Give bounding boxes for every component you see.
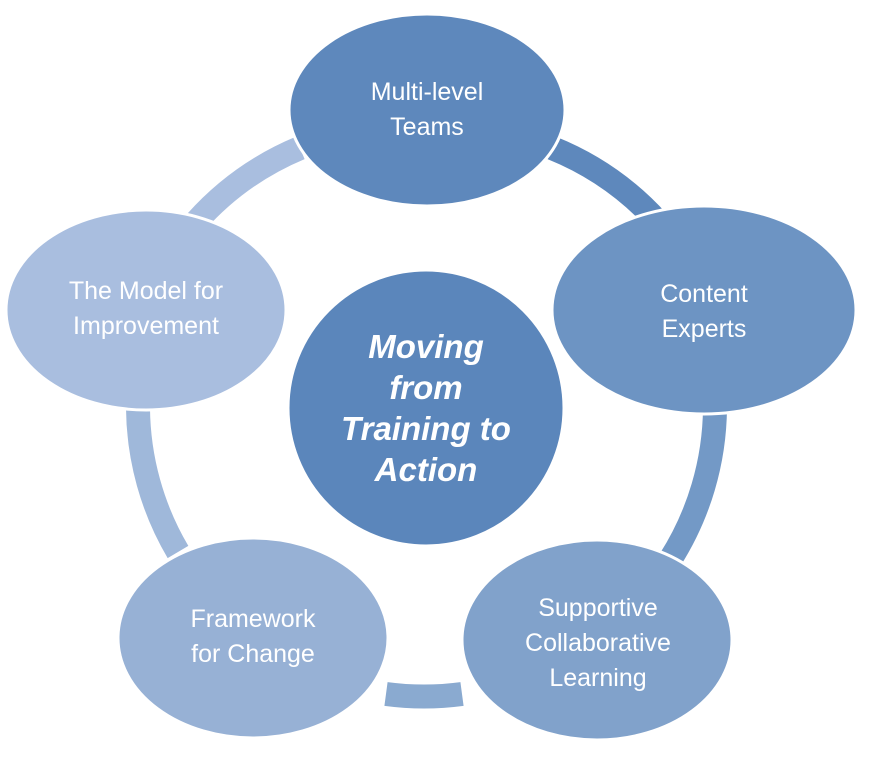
node-label-content-experts: Content Experts <box>660 280 748 343</box>
node-label-supportive-collaborative-learning: Supportive Collaborative Learning <box>525 593 671 692</box>
node-content-experts <box>550 204 858 416</box>
ring-segment-teams-to-experts <box>547 136 667 231</box>
ring-segment-experts-to-learning <box>659 407 727 567</box>
node-supportive-collaborative-learning <box>460 538 734 742</box>
node-model-for-improvement <box>4 208 288 412</box>
center-circle <box>286 268 566 548</box>
center-title: Moving from Training to Action <box>341 327 511 489</box>
ring-segment-model-to-teams <box>187 136 305 231</box>
node-label-model-for-improvement: The Model for Improvement <box>68 277 224 340</box>
ring-segment-framework-to-model <box>126 407 189 559</box>
node-label-multi-level-teams: Multi-level Teams <box>370 78 484 141</box>
ring-segment-learning-to-framework <box>384 682 464 709</box>
node-framework-for-change <box>116 536 390 740</box>
node-label-framework-for-change: Framework for Change <box>190 605 316 668</box>
node-multi-level-teams <box>287 12 567 208</box>
